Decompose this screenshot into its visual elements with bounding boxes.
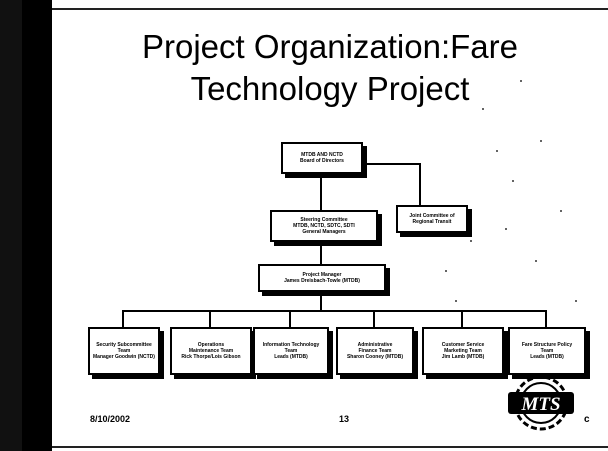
- scan-speck: [445, 270, 447, 272]
- board-of-directors-box: MTDB AND NCTD Board of Directors: [281, 142, 363, 174]
- team-line2: Marketing Team: [444, 348, 482, 354]
- joint-line2: Regional Transit: [412, 219, 452, 225]
- steering-line2: MTDB, NCTD, SDTC, SDTI: [293, 223, 355, 229]
- logo-globe-icon: [508, 375, 574, 431]
- team-line3: Jim Lamb (MTDB): [441, 354, 485, 360]
- team-line1: Administrative: [357, 342, 393, 348]
- connector-board-steering: [320, 172, 322, 210]
- logo-text: MTS: [520, 394, 560, 415]
- project-manager-box: Project Manager James Dreisbach-Towle (M…: [258, 264, 386, 292]
- connector-board-joint: [360, 163, 420, 165]
- team-box: Information Technology Team Leads (MTDB): [253, 327, 329, 375]
- team-line3: Rick Thorpe/Lois Gibson: [181, 354, 241, 360]
- team-line2: Team: [284, 348, 298, 354]
- connector-team-6: [545, 310, 547, 327]
- scan-speck: [575, 300, 577, 302]
- joint-committee-box: Joint Committee of Regional Transit: [396, 205, 468, 233]
- scan-speck: [540, 140, 542, 142]
- footer-page-number: 13: [339, 414, 350, 424]
- scan-speck: [496, 150, 498, 152]
- connector-pm-bus: [320, 290, 322, 310]
- connector-team-1: [122, 310, 124, 327]
- team-line3: Sharon Cooney (MTDB): [346, 354, 404, 360]
- top-rule: [52, 8, 608, 10]
- team-line1: Customer Service: [441, 342, 485, 348]
- scan-speck: [560, 210, 562, 212]
- scan-speck: [512, 180, 514, 182]
- steering-line3: General Managers: [302, 229, 346, 235]
- connector-steering-pm: [320, 240, 322, 264]
- team-line1: Fare Structure Policy: [521, 342, 573, 348]
- left-border-bar: [0, 0, 52, 451]
- team-line3: Leads (MTDB): [530, 354, 564, 360]
- pm-line1: Project Manager: [302, 272, 342, 278]
- pm-line2: James Dreisbach-Towle (MTDB): [284, 278, 360, 284]
- scan-speck: [505, 228, 507, 230]
- slide-title: Project Organization:Fare Technology Pro…: [141, 28, 518, 107]
- scan-speck: [520, 80, 522, 82]
- team-box: Fare Structure Policy Team Leads (MTDB): [508, 327, 586, 375]
- team-line3: Leads (MTDB): [274, 354, 308, 360]
- connector-team-4: [373, 310, 375, 327]
- team-line2: Team: [117, 348, 131, 354]
- team-line1: Security Subcommittee: [96, 342, 152, 348]
- connector-team-5: [461, 310, 463, 327]
- board-line2: Board of Directors: [300, 158, 344, 164]
- team-line2: Finance Team: [358, 348, 392, 354]
- board-line1: MTDB AND NCTD: [301, 152, 343, 158]
- footer-corner-mark: c: [584, 414, 590, 425]
- scan-speck: [535, 260, 537, 262]
- connector-team-bus: [122, 310, 547, 312]
- connector-team-3: [289, 310, 291, 327]
- steering-line1: Steering Committee: [300, 217, 348, 223]
- scan-speck: [455, 300, 457, 302]
- team-line3: Manager Goodwin (NCTD): [93, 354, 155, 360]
- footer-date: 8/10/2002: [90, 414, 131, 424]
- connector-joint-vertical: [419, 163, 421, 207]
- steering-committee-box: Steering Committee MTDB, NCTD, SDTC, SDT…: [270, 210, 378, 242]
- team-line2: Maintenance Team: [188, 348, 234, 354]
- connector-team-2: [209, 310, 211, 327]
- team-box: Customer Service Marketing Team Jim Lamb…: [422, 327, 504, 375]
- scan-speck: [470, 240, 472, 242]
- left-border-shadow: [22, 0, 52, 451]
- team-box: Security Subcommittee Team Manager Goodw…: [88, 327, 160, 375]
- team-box: Operations Maintenance Team Rick Thorpe/…: [170, 327, 252, 375]
- joint-line1: Joint Committee of: [409, 213, 455, 219]
- bottom-rule: [52, 446, 608, 448]
- mts-logo: MTS: [508, 375, 574, 431]
- team-box: Administrative Finance Team Sharon Coone…: [336, 327, 414, 375]
- team-line1: Operations: [197, 342, 225, 348]
- team-line2: Team: [540, 348, 554, 354]
- scan-speck: [482, 108, 484, 110]
- team-line1: Information Technology: [262, 342, 320, 348]
